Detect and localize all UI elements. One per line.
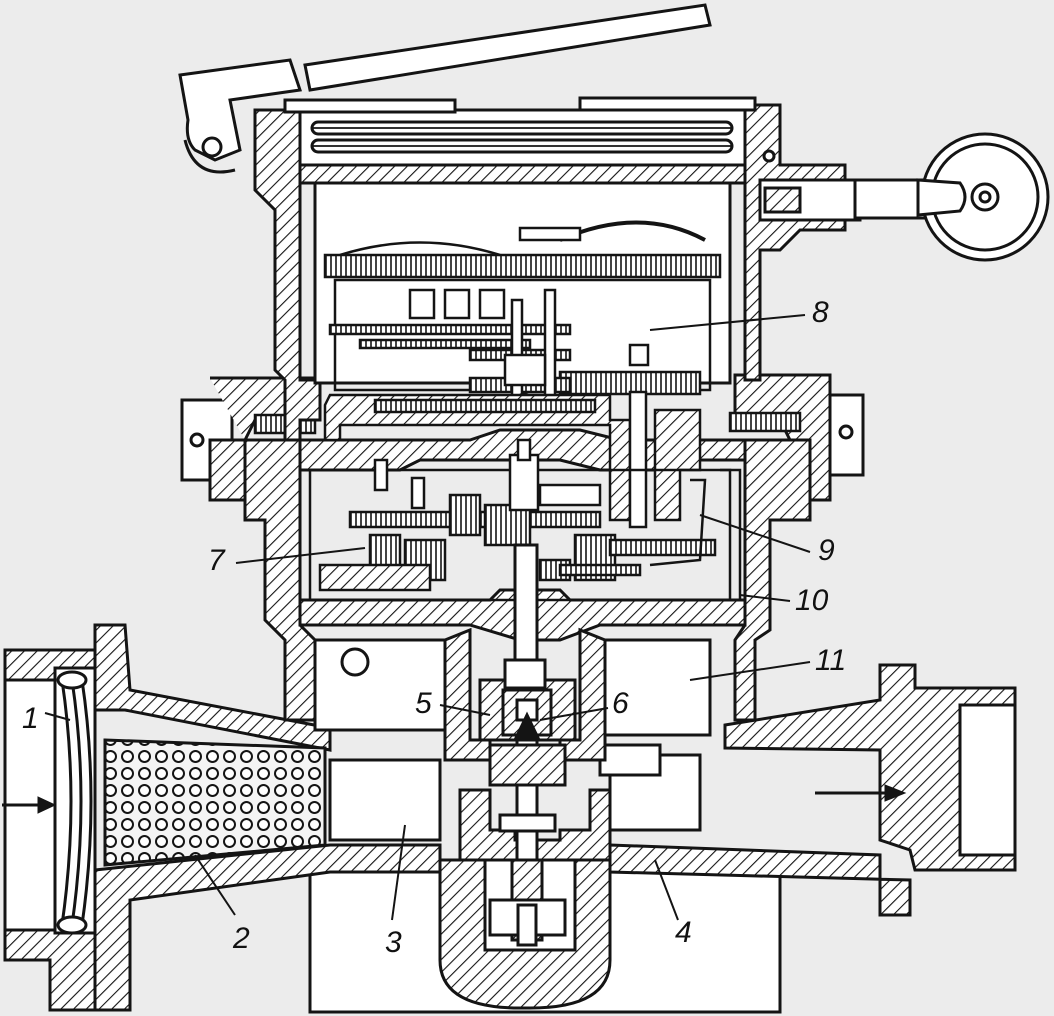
leader-11 bbox=[689, 661, 811, 681]
leader-5 bbox=[439, 704, 491, 716]
label-9-linkage: 9 bbox=[818, 534, 835, 567]
label-11-housing: 11 bbox=[815, 644, 846, 677]
flow-arrows bbox=[2, 784, 907, 814]
outlet-arrow-head bbox=[884, 784, 907, 802]
inlet-screen bbox=[53, 666, 97, 935]
counting-mechanism bbox=[323, 220, 722, 529]
callout-labels: 1 2 3 4 5 6 7 8 9 10 11 bbox=[22, 296, 846, 959]
leader-8 bbox=[649, 314, 806, 331]
leader-4 bbox=[654, 859, 679, 921]
inlet-arrow-head bbox=[37, 796, 57, 814]
label-3-chamber: 3 bbox=[385, 926, 402, 959]
perforated-strainer bbox=[103, 738, 327, 867]
label-10-partition: 10 bbox=[795, 584, 829, 617]
leader-10 bbox=[739, 594, 791, 602]
reduction-gears bbox=[308, 438, 742, 602]
leader-2 bbox=[194, 854, 236, 916]
leader-9 bbox=[699, 514, 811, 553]
leader-1 bbox=[44, 712, 71, 721]
lid-assembly bbox=[178, 3, 776, 174]
label-6-bearing-tip: 6 bbox=[612, 687, 629, 720]
label-1-inlet-screen: 1 bbox=[22, 702, 39, 735]
leader-7 bbox=[235, 547, 366, 564]
central-spindle bbox=[443, 543, 612, 947]
label-5-coupling: 5 bbox=[415, 687, 432, 720]
leader-6 bbox=[539, 707, 609, 721]
leader-3 bbox=[391, 824, 406, 921]
label-2-strainer: 2 bbox=[232, 922, 250, 955]
label-4-pipe-body: 4 bbox=[675, 916, 692, 949]
callout-leaders bbox=[44, 314, 811, 921]
label-7-reduction-gears: 7 bbox=[208, 544, 226, 577]
side-handwheel bbox=[758, 132, 1050, 262]
label-8-counting-mechanism: 8 bbox=[812, 296, 829, 329]
